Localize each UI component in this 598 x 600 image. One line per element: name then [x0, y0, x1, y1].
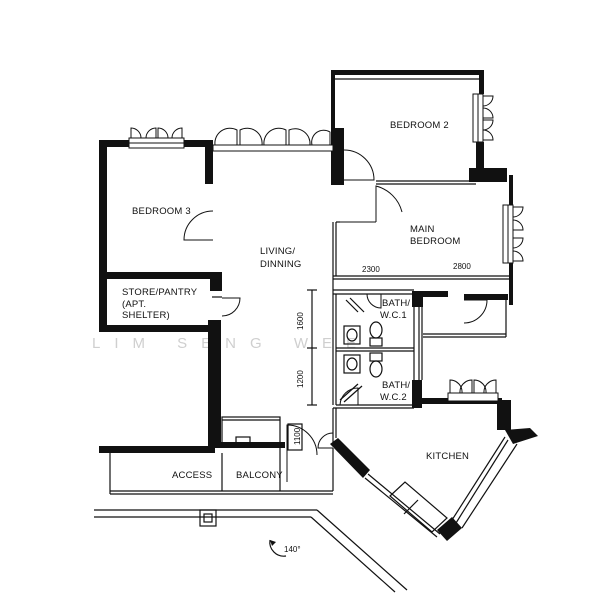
room-label-main-bedroom-line1: MAIN — [410, 224, 435, 235]
dimension-1100: 1100 — [293, 427, 302, 445]
room-label-bath1-line2: W.C.1 — [380, 310, 407, 321]
room-label-store-line3: SHELTER) — [122, 310, 170, 321]
room-label-living-line2: DINNING — [260, 259, 302, 270]
angle-arrow-icon — [270, 540, 276, 546]
dimension-2800: 2800 — [453, 262, 471, 271]
room-label-bath2-line2: W.C.2 — [380, 392, 407, 403]
room-label-bath2-line1: BATH/ — [382, 380, 410, 391]
dimension-1200: 1200 — [296, 370, 305, 388]
room-label-access: ACCESS — [172, 470, 212, 481]
room-label-bedroom-3: BEDROOM 3 — [132, 206, 191, 217]
room-label-store-line1: STORE/PANTRY — [122, 287, 198, 298]
room-label-bedroom-2: BEDROOM 2 — [390, 120, 449, 131]
dimension-1600: 1600 — [296, 312, 305, 330]
room-label-balcony: BALCONY — [236, 470, 283, 481]
windows — [128, 78, 524, 402]
doors — [183, 149, 488, 482]
angle-label: 140° — [284, 545, 301, 554]
partitions — [94, 180, 518, 593]
bath-fixtures — [339, 297, 383, 403]
room-label-kitchen: KITCHEN — [426, 451, 469, 462]
watermark: LIM SENG WEE — [92, 335, 370, 352]
dimension-2300: 2300 — [362, 265, 380, 274]
dimension-lines — [307, 289, 317, 406]
room-label-main-bedroom-line2: BEDROOM — [410, 236, 461, 247]
room-label-bath1-line1: BATH/ — [382, 298, 410, 309]
room-label-store-line2: (APT. — [122, 299, 146, 310]
room-label-living-line1: LIVING/ — [260, 246, 295, 257]
